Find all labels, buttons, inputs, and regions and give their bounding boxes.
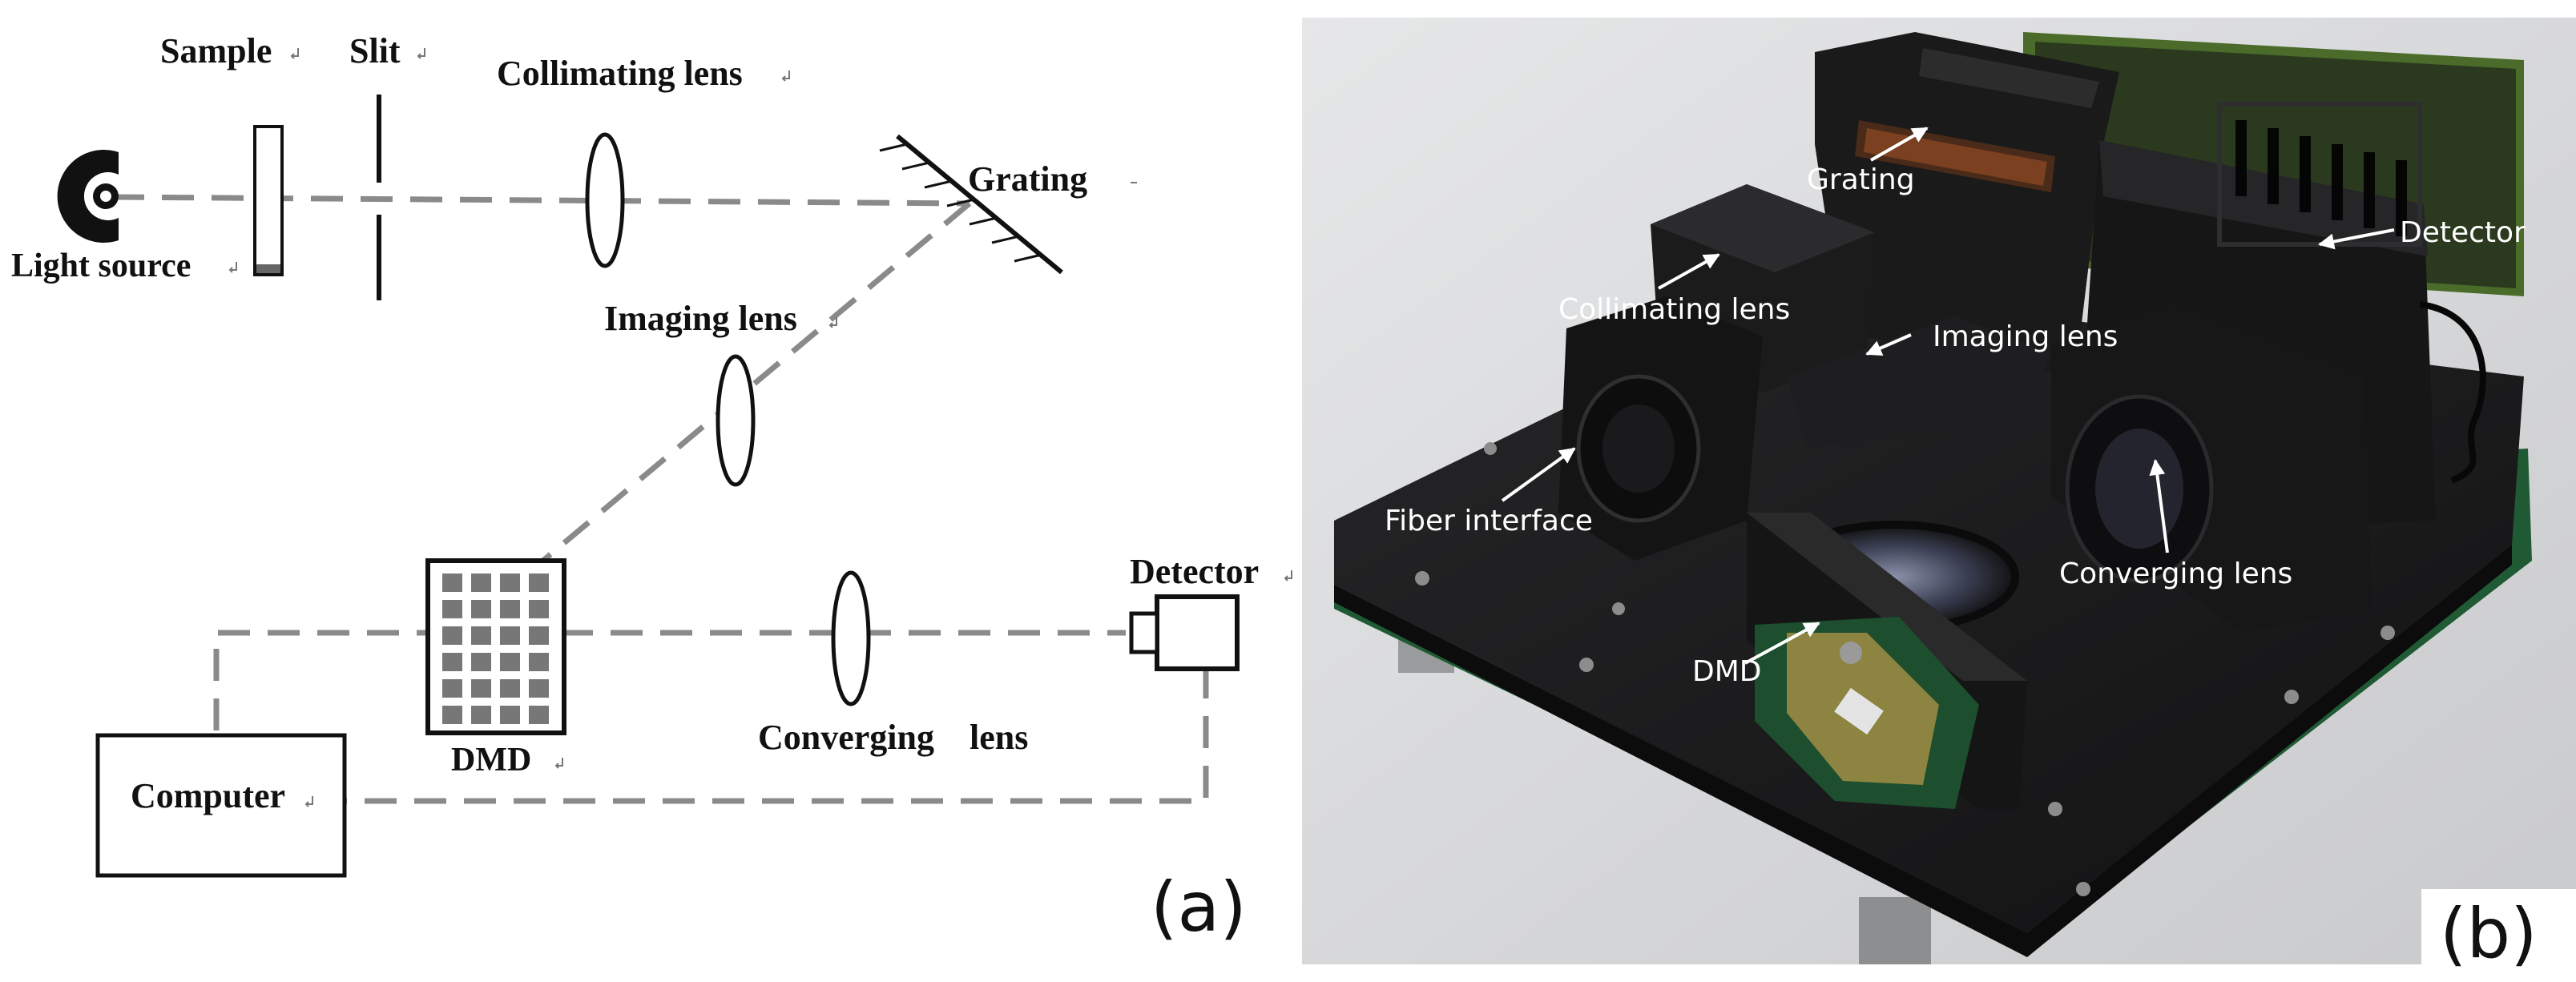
label-dmd: DMD: [451, 742, 531, 779]
sample-cuvette-icon: [253, 125, 284, 276]
dmd-mirror-cell: [471, 706, 491, 724]
return-marks: [228, 48, 1292, 807]
label-grating: Grating: [968, 159, 1087, 199]
label-computer: Computer: [131, 776, 285, 815]
dmd-mirror-cell: [500, 574, 520, 592]
dmd-mirror-cell: [471, 626, 491, 645]
imaging-lens-icon: [716, 354, 756, 487]
dmd-mirror-cell: [442, 600, 462, 618]
panel-b-photo: Grating Detector Collimating lens Imagin…: [1302, 18, 2576, 964]
photo-label-collimating-lens: Collimating lens: [1558, 293, 1790, 326]
label-collimating-lens: Collimating lens: [497, 54, 743, 93]
light-source-icon: [57, 150, 119, 243]
dmd-mirror-cell: [500, 706, 520, 724]
grating-icon: [879, 134, 1063, 275]
plate-screws: [1415, 442, 2395, 896]
dmd-mirror-cell: [529, 653, 549, 671]
photo-labels: Grating Detector Collimating lens Imagin…: [1385, 163, 2526, 688]
photo-label-converging-lens: Converging lens: [2059, 557, 2292, 590]
photo-label-detector: Detector: [2400, 216, 2526, 249]
label-slit: Slit: [349, 31, 401, 70]
dmd-micromirror-array: [442, 574, 549, 724]
dmd-icon: [425, 558, 566, 735]
panel-b-label-box: [2421, 889, 2576, 982]
label-sample: Sample: [160, 31, 272, 70]
link-detector-to-computer: [345, 666, 1209, 804]
link-dmd-to-computer: [213, 630, 449, 735]
dmd-mirror-cell: [500, 626, 520, 645]
dmd-mirror-cell: [471, 574, 491, 592]
dmd-mirror-cell: [442, 653, 462, 671]
detector-icon: [1129, 594, 1240, 671]
dmd-mirror-cell: [500, 679, 520, 698]
dmd-mirror-cell: [442, 626, 462, 645]
dmd-mirror-cell: [471, 600, 491, 618]
beam-paths: [111, 194, 1209, 804]
label-detector: Detector: [1130, 552, 1259, 591]
converging-lens-icon: [831, 570, 871, 706]
dmd-mirror-cell: [471, 653, 491, 671]
label-imaging-lens: Imaging lens: [604, 299, 797, 338]
dmd-mirror-cell: [529, 679, 549, 698]
dmd-mirror-cell: [529, 600, 549, 618]
dmd-mirror-cell: [442, 679, 462, 698]
dmd-mirror-cell: [500, 653, 520, 671]
panel-a-schematic: Sample Slit Collimating lens Grating Lig…: [11, 31, 1292, 948]
collimating-lens-icon: [585, 132, 625, 268]
beam-source-to-grating: [111, 194, 970, 207]
panel-a-label: (a): [1151, 867, 1247, 948]
photo-label-grating: Grating: [1807, 163, 1915, 196]
dmd-mirror-cell: [442, 706, 462, 724]
photo-label-imaging-lens: Imaging lens: [1933, 320, 2118, 353]
panel-b-label: (b): [2440, 894, 2538, 974]
dmd-mirror-cell: [529, 626, 549, 645]
dmd-mirror-cell: [529, 706, 549, 724]
label-light-source: Light source: [11, 248, 191, 284]
annotation-arrows: [1501, 127, 2395, 665]
detector-fins: [2235, 120, 2407, 236]
photo-label-dmd: DMD: [1692, 655, 1762, 688]
dmd-mirror-cell: [529, 574, 549, 592]
label-converging-lens: Converging lens: [758, 718, 1028, 757]
dmd-mirror-cell: [500, 600, 520, 618]
dmd-mirror-cell: [442, 574, 462, 592]
computer-box: [95, 733, 347, 878]
photo-label-fiber-interface: Fiber interface: [1385, 505, 1593, 537]
dmd-mirror-cell: [471, 679, 491, 698]
